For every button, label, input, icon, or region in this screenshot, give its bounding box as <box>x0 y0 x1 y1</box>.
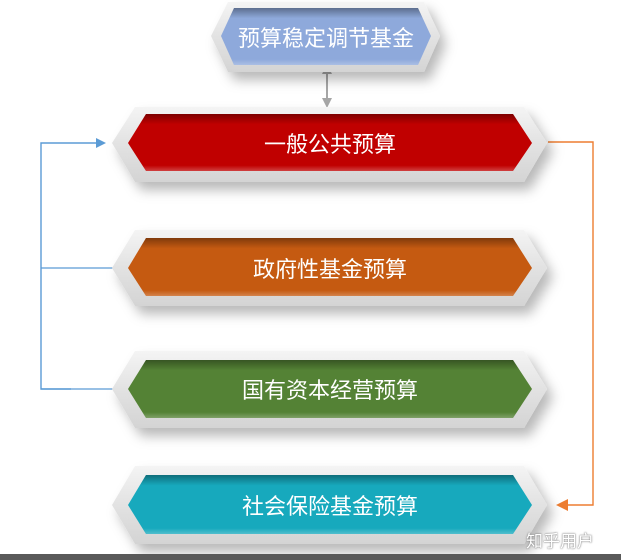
box-social-insurance-budget: 社会保险基金预算 <box>241 495 419 520</box>
watermark: 知乎用户 <box>526 532 594 552</box>
box-government-fund-budget: 政府性基金预算 <box>252 258 408 283</box>
bottom-bar <box>0 554 621 560</box>
box-state-capital-budget: 国有资本经营预算 <box>241 379 419 404</box>
box-general-public-budget: 一般公共预算 <box>263 133 397 158</box>
right-connector <box>548 141 594 511</box>
box-budget-stabilization-fund: 预算稳定调节基金 <box>237 27 415 52</box>
left-connector <box>40 138 120 390</box>
